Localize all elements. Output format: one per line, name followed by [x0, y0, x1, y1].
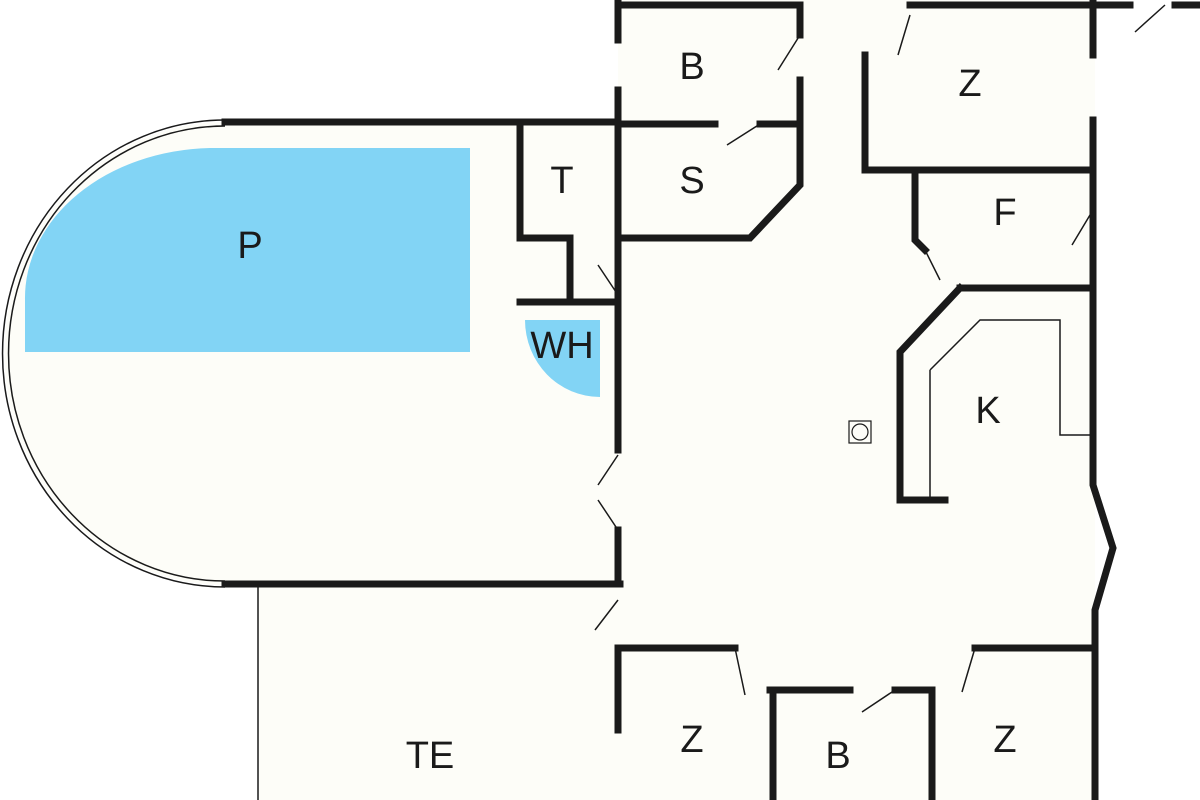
curved-glass-wall	[1, 119, 226, 588]
label-bathroom-bottom: B	[825, 735, 850, 777]
terrace-floor	[258, 585, 618, 800]
label-pool: P	[237, 225, 262, 267]
label-toilet: T	[550, 160, 573, 202]
label-bedroom-bottom-right: Z	[993, 719, 1016, 761]
house-floor	[618, 0, 1095, 800]
label-bathroom-top: B	[679, 46, 704, 88]
whirlpool-water	[525, 320, 600, 397]
label-terrace: TE	[406, 735, 455, 777]
door-swings	[594, 4, 1166, 713]
label-f-room: F	[993, 192, 1016, 234]
label-kitchen: K	[975, 390, 1000, 432]
label-bedroom-bottom-left: Z	[680, 719, 703, 761]
walls	[221, 0, 1200, 800]
skylight-icon	[848, 420, 872, 444]
label-whirlpool: WH	[530, 325, 593, 367]
pool-water	[24, 148, 470, 352]
label-sauna: S	[679, 160, 704, 202]
label-bedroom-top-right: Z	[958, 63, 981, 105]
